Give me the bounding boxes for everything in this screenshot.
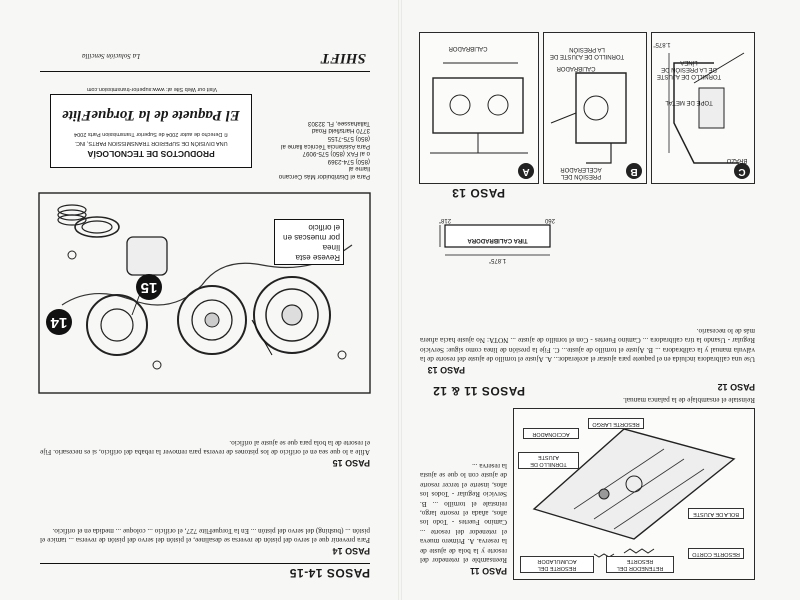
contact-tech: Para Asistencia Técnica llame al <box>281 142 370 150</box>
callout-adjust-ball: BOLA DE AJUSTE <box>688 508 744 519</box>
figure-c-dim: 1.875" <box>653 41 671 47</box>
shift-logo: SHIFT <box>320 50 366 66</box>
paso-13-title: PASO 13 <box>427 365 465 375</box>
figure-c-callout-2: TOPE DE METAL <box>665 99 713 105</box>
contact-intro: Para el Distribuidor Más Cercano <box>278 173 370 180</box>
tira-dim-short: 218" <box>438 217 452 223</box>
tira-calibradora-figure: TIRA CALIBRADORA 1.875" 218" 260 <box>435 215 560 265</box>
steps-11-12-heading: PASOS 11 & 12 <box>432 384 525 398</box>
brand-divider <box>40 71 370 72</box>
figure-c-callout-1: TORNILLO DE AJUSTE DE LA PRESIÓN DE LÍNE… <box>656 59 722 79</box>
contact-street: 3770 Hartsfield Road <box>311 127 370 135</box>
page-fold <box>398 0 402 600</box>
figure-a-gauge: A CALIBRADOR <box>419 32 539 184</box>
figure-c-callout-3: BRAZO <box>726 157 748 163</box>
figure-b-badge: B <box>626 163 642 179</box>
figure-b-drawing <box>550 72 627 164</box>
company-copyright: © Derecho de autor 2004 de Superior Tran… <box>74 131 228 137</box>
notch-note-line1: Revese esta línea <box>295 243 340 262</box>
step-14-badge: 14 <box>46 309 72 335</box>
figure-b-callout-1: PRESIÓN DEL ACELERADOR <box>560 166 602 179</box>
paso-14-title: PASO 14 <box>332 546 370 556</box>
contact-block: Para el Distribuidor Más Cercano llame a… <box>260 119 370 180</box>
paso-14-text: Para prevenir que el servo del pistón de… <box>40 526 370 544</box>
paso-15-title: PASO 15 <box>332 458 370 468</box>
contact-line: llame al <box>348 165 370 173</box>
paso-11-title: PASO 11 <box>470 566 507 576</box>
paso-12-text: Reinstale el ensamblaje de la palanca ma… <box>623 396 755 404</box>
tira-calibradora-drawing <box>439 224 551 256</box>
contact-phone: (850) 574-2369 <box>327 157 370 165</box>
figure-a-label: CALIBRADOR <box>448 45 488 51</box>
notch-note-line3: el orificio <box>308 223 340 232</box>
callout-short-spring: RESORTE CORTO <box>688 548 744 559</box>
company-box: PRODUCTOS DE TECNOLOGÍA UNA DIVISIÓN DE … <box>50 94 252 168</box>
callout-spring-retainer: RETENEDOR DEL RESORTE <box>606 556 674 573</box>
step-13-fig-heading: PASO 13 <box>451 186 505 200</box>
figure-valve-body: RESORTE DEL ACUMULADOR RETENEDOR DEL RES… <box>513 408 755 580</box>
contact-tech-phone: (850) 575-7155 <box>327 135 370 143</box>
figure-b-label: CALIBRADOR <box>556 65 596 71</box>
figure-c-badge: C <box>734 163 750 179</box>
paso-12-title: PASO 12 <box>717 382 755 392</box>
steps-14-15-divider <box>40 563 370 564</box>
figure-a-drawing <box>430 62 528 154</box>
callout-adjust-screw: TORNILLO DE AJUSTE <box>518 452 579 469</box>
callout-actuator: ACCIONADOR <box>523 428 579 439</box>
figure-servo-piston: 14 15 Revese esta línea por muescas en e… <box>37 190 372 395</box>
figure-c-drawing <box>668 52 745 164</box>
tira-dim-width: 260 <box>545 217 556 223</box>
contact-fax: o al FAX (850) 575-9097 <box>302 150 370 158</box>
tira-dim-length: 1.875" <box>488 257 507 263</box>
steps-14-15-section: PASOS 14-15 PASO 14 Para prevenir que el… <box>40 400 370 580</box>
step-13-figures: PASO 13 C TORNILLO DE AJUSTE DE LA PRESI… <box>419 20 755 200</box>
slogan: La Solución Sencilla <box>82 52 140 60</box>
figure-a-badge: A <box>518 163 534 179</box>
step-13-section: PASO 13 Use una calibradora incluida en … <box>420 205 755 375</box>
figure-c-line-pressure: C TORNILLO DE AJUSTE DE LA PRESIÓN DE LÍ… <box>651 32 755 184</box>
kit-title: El Paquete de la TorqueFlite <box>62 107 240 123</box>
paso-11-text: Reensamble el retenedor del resorte y la… <box>420 461 507 564</box>
website-line: Visit our Web Site at: www.superior-tran… <box>86 86 218 92</box>
valve-body-drawing <box>532 428 736 558</box>
figure-b-throttle: B CALIBRADOR PRESIÓN DEL ACELERADOR TORN… <box>543 32 647 184</box>
steps-11-12-section: PASOS 11 & 12 PASO 12 Reinstale el ensam… <box>420 380 755 580</box>
company-division: UNA DIVISIÓN DE SUPERIOR TRANSMISSION PA… <box>74 140 228 146</box>
company-name: PRODUCTOS DE TECNOLOGÍA <box>87 149 215 159</box>
paso-15-text: Afile a lo que sea en el orificio de los… <box>40 438 370 456</box>
notch-note: Revese esta línea por muescas en el orif… <box>274 219 344 265</box>
brand-section: Para el Distribuidor Más Cercano llame a… <box>40 30 370 180</box>
contact-city: Tallahassee, FL 32303 <box>307 119 370 127</box>
step-15-badge: 15 <box>136 274 162 300</box>
figure-b-callout-2: TORNILLO DE AJUSTE DE LA PRESIÓN <box>549 46 625 59</box>
callout-accumulator-spring: RESORTE DEL ACUMULADOR <box>520 556 594 573</box>
notch-note-line2: por muescas en <box>283 233 340 242</box>
paso-13-text: Use una calibradora incluida en el paque… <box>420 326 755 363</box>
tira-label: TIRA CALIBRADORA <box>467 237 528 243</box>
callout-long-spring: RESORTE LARGO <box>588 418 644 429</box>
steps-14-15-heading: PASOS 14-15 <box>289 566 370 580</box>
